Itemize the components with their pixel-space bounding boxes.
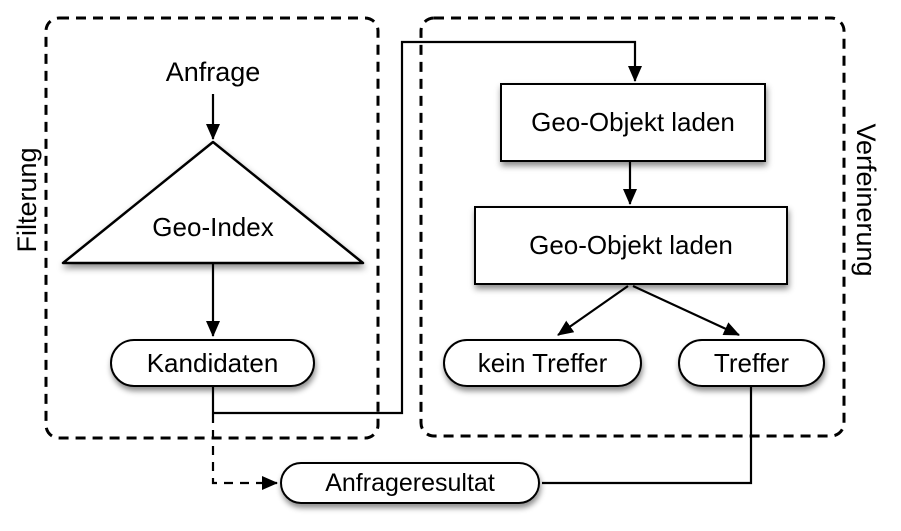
treffer-text: Treffer (713, 347, 790, 378)
connector-geoobjekt2-to-keintreffer (557, 285, 629, 336)
geo-index-text: Geo-Index (152, 212, 274, 242)
section-label-verfeinerung: Verfeinerung (850, 90, 882, 310)
connector-geoobjekt2-to-treffer (632, 285, 740, 336)
connector-kandidaten-to-geoobjekt1 (211, 40, 642, 415)
anfrage-text: Anfrage (165, 57, 261, 87)
kein-treffer-text: kein Treffer (477, 347, 608, 378)
geo-index-triangle (61, 140, 365, 265)
geo-objekt-laden-1-text: Geo-Objekt laden (531, 107, 735, 137)
filterung-text: Filterung (12, 147, 42, 253)
node-anfrageresultat: Anfrageresultat (280, 462, 540, 504)
node-geo-index-label: Geo-Index (133, 212, 293, 243)
verfeinerung-text: Verfeinerung (851, 123, 881, 277)
connector-kandidaten-to-anfrageresultat-dashed (211, 414, 278, 490)
node-geo-objekt-laden-1: Geo-Objekt laden (500, 83, 766, 162)
anfrageresultat-text: Anfrageresultat (325, 468, 495, 497)
node-kein-treffer: kein Treffer (443, 339, 642, 387)
node-treffer: Treffer (678, 339, 825, 387)
connector-treffer-to-anfrageresultat (542, 387, 753, 485)
node-anfrage: Anfrage (132, 57, 294, 88)
node-geo-objekt-laden-2: Geo-Objekt laden (474, 206, 788, 285)
kandidaten-text: Kandidaten (146, 347, 279, 378)
geo-objekt-laden-2-text: Geo-Objekt laden (529, 230, 733, 260)
section-label-filterung: Filterung (11, 90, 43, 310)
verfeinerung-section-frame (419, 16, 846, 438)
node-kandidaten: Kandidaten (110, 339, 315, 387)
